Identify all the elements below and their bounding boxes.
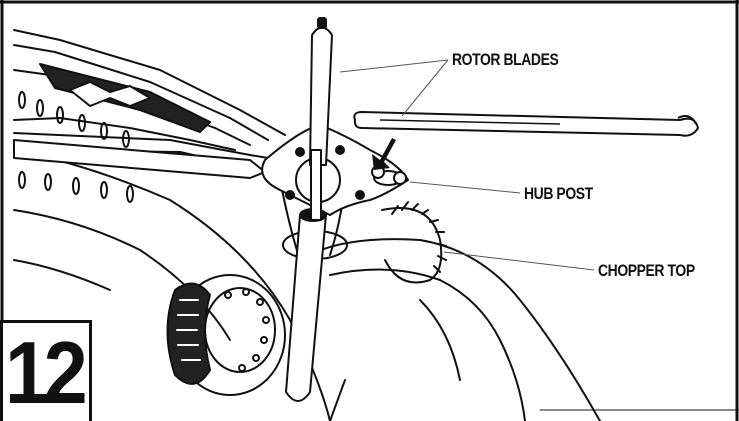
insertion-arrow: [372, 138, 396, 170]
chopper-top-label: CHOPPER TOP: [598, 261, 695, 280]
rotor-assembly: [13, 17, 699, 402]
callout-leaders: [339, 59, 595, 271]
chopper-body: [13, 29, 739, 421]
rotor-blades-label: ROTOR BLADES: [452, 50, 559, 69]
step-number-box: 12: [0, 320, 92, 421]
step-number: 12: [5, 323, 88, 421]
hub-post-label: HUB POST: [524, 184, 593, 203]
